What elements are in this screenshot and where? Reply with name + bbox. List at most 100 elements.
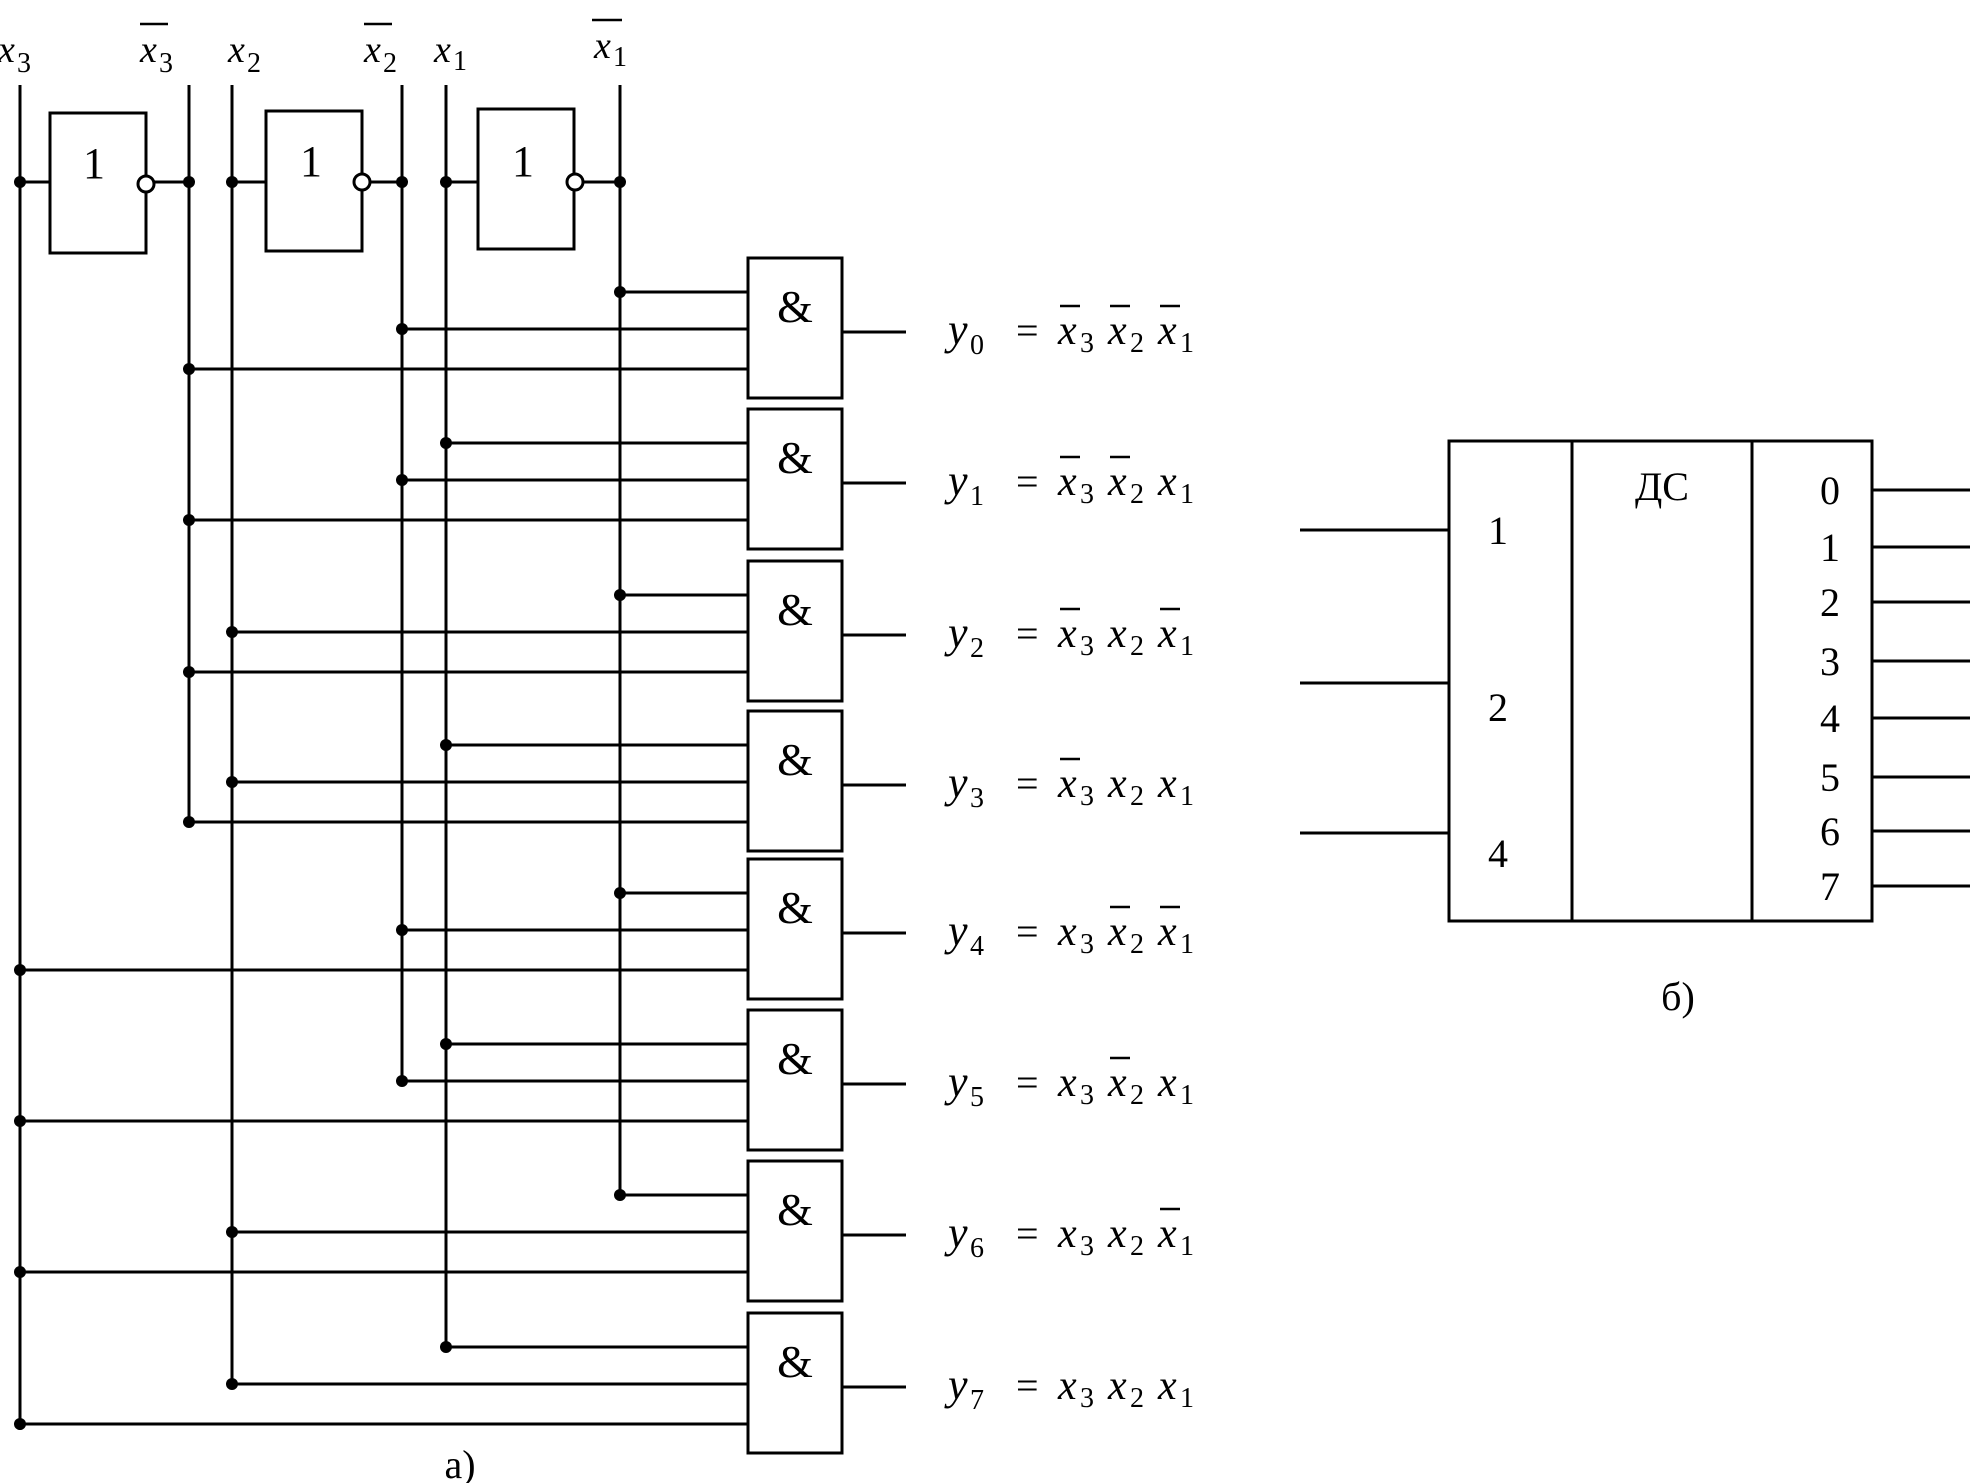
junction-dot <box>440 1341 452 1353</box>
output-sub: 4 <box>970 931 984 962</box>
term-var: x <box>1157 1211 1177 1257</box>
input-label-x1: x 1 <box>433 29 467 77</box>
svg-text:x: x <box>433 29 451 71</box>
term-var: x <box>1057 459 1077 505</box>
decoder-input-label-1: 1 <box>1488 508 1508 553</box>
input-labels: x 3 x 3 x 2 x 2 x 1 x <box>0 18 627 79</box>
decoder-circuit: x 3 x 3 x 2 x 2 x 1 x <box>0 18 1194 1483</box>
decoder-input-label-2: 2 <box>1488 685 1508 730</box>
output-sub: 1 <box>970 481 984 512</box>
and-gate-body <box>746 857 844 1001</box>
junction-dot <box>440 739 452 751</box>
inverter-body <box>264 109 364 253</box>
input-label-not-x3: x 3 <box>139 22 173 79</box>
input-label-not-x2: x 2 <box>363 22 397 79</box>
svg-text:x: x <box>593 25 611 67</box>
term-var: x <box>1057 1211 1077 1257</box>
and-gate-label: & <box>777 734 813 785</box>
term-var: x <box>1057 761 1077 807</box>
term-var: x <box>1057 1363 1077 1409</box>
input-buses <box>18 85 622 1430</box>
decoder-output-label-0: 0 <box>1820 468 1840 513</box>
and-gate-body <box>746 1311 844 1455</box>
junction-dot <box>614 589 626 601</box>
and-gate-label: & <box>777 281 813 332</box>
output-sub: 3 <box>970 783 984 814</box>
svg-text:1: 1 <box>453 46 467 77</box>
and-gate-body <box>746 407 844 551</box>
svg-text:3: 3 <box>159 48 173 79</box>
and-gate-body <box>746 559 844 703</box>
inverter-x3: 1 <box>20 111 189 255</box>
svg-text:1: 1 <box>512 137 534 186</box>
and-gate-label: & <box>777 1184 813 1235</box>
junction-dot <box>226 1226 238 1238</box>
equals-sign: = <box>1016 611 1039 656</box>
term-var: x <box>1157 611 1177 657</box>
term-sub: 2 <box>1130 781 1144 812</box>
decoder-output-label-2: 2 <box>1820 580 1840 625</box>
output-var: y <box>944 1208 968 1257</box>
term-sub: 1 <box>1180 1231 1194 1262</box>
term-sub: 3 <box>1080 1231 1094 1262</box>
junction-dot <box>226 1378 238 1390</box>
output-sub: 2 <box>970 633 984 664</box>
term-var: x <box>1057 611 1077 657</box>
svg-text:2: 2 <box>247 48 261 79</box>
term-sub: 3 <box>1080 631 1094 662</box>
equals-sign: = <box>1016 1060 1039 1105</box>
svg-text:x: x <box>227 29 245 71</box>
decoder-input-label-4: 4 <box>1488 831 1508 876</box>
decoder-output-label-7: 7 <box>1820 864 1840 909</box>
term-var: x <box>1107 909 1127 955</box>
decoder-output-label-5: 5 <box>1820 755 1840 800</box>
equals-sign: = <box>1016 1363 1039 1408</box>
output-var: y <box>944 608 968 657</box>
and-gate-label: & <box>777 432 813 483</box>
decoder-output-label-1: 1 <box>1820 525 1840 570</box>
term-sub: 3 <box>1080 781 1094 812</box>
decoder-output-label-4: 4 <box>1820 696 1840 741</box>
svg-text:1: 1 <box>83 139 105 188</box>
junction-dot <box>14 1266 26 1278</box>
svg-text:1: 1 <box>300 137 322 186</box>
term-sub: 3 <box>1080 328 1094 359</box>
inverter-x1: 1 <box>446 107 620 251</box>
equals-sign: = <box>1016 459 1039 504</box>
decoder-output-label-6: 6 <box>1820 809 1840 854</box>
output-var: y <box>944 758 968 807</box>
term-var: x <box>1157 1060 1177 1106</box>
svg-text:3: 3 <box>17 48 31 79</box>
output-sub: 6 <box>970 1233 984 1264</box>
term-sub: 3 <box>1080 1080 1094 1111</box>
term-sub: 2 <box>1130 328 1144 359</box>
output-sub: 0 <box>970 330 984 361</box>
term-var: x <box>1107 308 1127 354</box>
svg-text:x: x <box>0 29 15 71</box>
term-var: x <box>1107 611 1127 657</box>
and-gate-body <box>746 1159 844 1303</box>
equals-sign: = <box>1016 909 1039 954</box>
and-gate-body <box>746 256 844 400</box>
term-sub: 3 <box>1080 929 1094 960</box>
term-var: x <box>1107 1060 1127 1106</box>
term-sub: 2 <box>1130 1383 1144 1414</box>
junction-dot <box>14 1418 26 1430</box>
term-var: x <box>1157 909 1177 955</box>
